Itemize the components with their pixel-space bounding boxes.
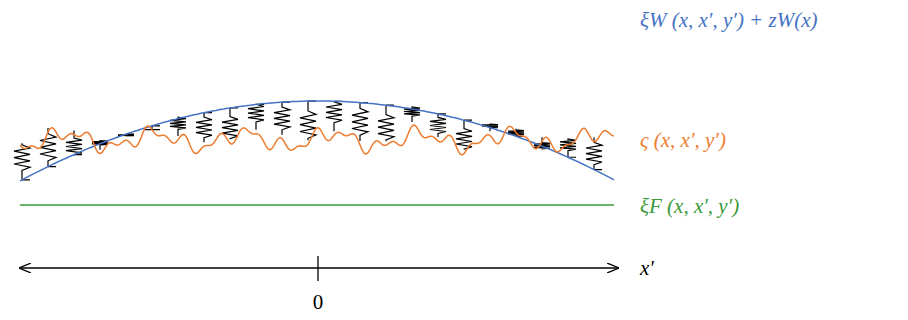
tick-label: 0 (313, 292, 324, 313)
spring-symbol (274, 102, 290, 134)
spring-symbol (248, 104, 264, 130)
spring-symbol (196, 113, 212, 142)
wheel-label: ξW (x, x′, y′) + zW(x) (640, 10, 818, 31)
spring-symbol (326, 101, 342, 131)
axis-label: x′ (640, 258, 654, 279)
surface-label: ς (x, x′, y′) (640, 130, 726, 151)
spring-symbol (378, 105, 394, 141)
rough-surface (20, 125, 614, 155)
foundation-line (20, 204, 614, 206)
axis-tick (317, 256, 318, 281)
wheel-curve (20, 101, 614, 181)
spring-symbol (430, 114, 446, 137)
spring-array (14, 101, 602, 180)
spring-symbol (14, 143, 30, 180)
foundation-label: ξF (x, x′, y′) (640, 196, 739, 217)
axis (20, 267, 618, 268)
